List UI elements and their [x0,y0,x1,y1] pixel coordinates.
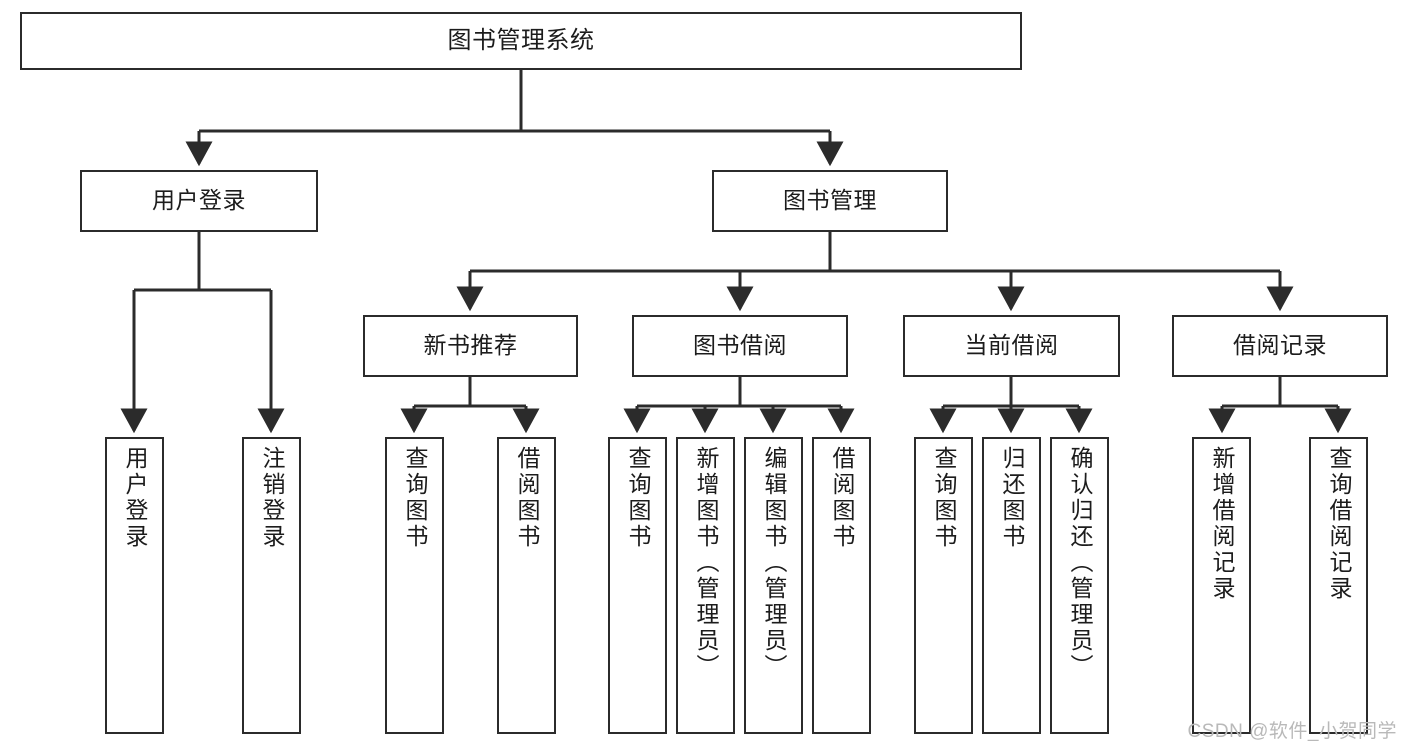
node-user-login[interactable]: 用户登录 [80,170,318,232]
node-current-borrow[interactable]: 当前借阅 [903,315,1120,377]
node-label: 借阅图书 [514,446,540,550]
node-label: 图书管理 [783,187,877,214]
leaf-borrow-book-recommend[interactable]: 借阅图书 [497,437,556,734]
node-book-borrow[interactable]: 图书借阅 [632,315,848,377]
leaf-edit-book-admin[interactable]: 编辑图书（管理员） [744,437,803,734]
leaf-borrow-book[interactable]: 借阅图书 [812,437,871,734]
node-label: 借阅记录 [1233,332,1327,359]
node-label: 新增图书（管理员） [693,446,719,680]
leaf-query-book-current[interactable]: 查询图书 [914,437,973,734]
node-label: 用户登录 [152,187,246,214]
node-label: 查询图书 [625,446,651,550]
node-label: 新书推荐 [423,332,518,359]
node-label: 图书管理系统 [447,26,595,54]
node-label: 图书借阅 [693,332,787,359]
leaf-query-book-borrow[interactable]: 查询图书 [608,437,667,734]
node-book-management[interactable]: 图书管理 [712,170,948,232]
leaf-user-login[interactable]: 用户登录 [105,437,164,734]
leaf-add-borrow-record[interactable]: 新增借阅记录 [1192,437,1251,734]
node-label: 借阅图书 [829,446,855,550]
node-label: 确认归还（管理员） [1067,446,1093,680]
node-label: 注销登录 [259,446,285,550]
leaf-confirm-return-admin[interactable]: 确认归还（管理员） [1050,437,1109,734]
node-new-book-recommend[interactable]: 新书推荐 [363,315,578,377]
leaf-logout[interactable]: 注销登录 [242,437,301,734]
node-label: 查询图书 [931,446,957,550]
leaf-add-book-admin[interactable]: 新增图书（管理员） [676,437,735,734]
node-label: 归还图书 [999,446,1025,550]
node-label: 用户登录 [122,446,148,550]
node-borrow-record[interactable]: 借阅记录 [1172,315,1388,377]
watermark: CSDN @软件_小贺同学 [1187,721,1397,742]
node-root-book-management-system[interactable]: 图书管理系统 [20,12,1022,70]
node-label: 当前借阅 [964,332,1059,359]
node-label: 查询图书 [402,446,428,550]
node-label: 查询借阅记录 [1326,446,1352,602]
leaf-return-book[interactable]: 归还图书 [982,437,1041,734]
node-label: 新增借阅记录 [1209,446,1235,602]
node-label: 编辑图书（管理员） [761,446,787,680]
leaf-query-book-recommend[interactable]: 查询图书 [385,437,444,734]
leaf-query-borrow-record[interactable]: 查询借阅记录 [1309,437,1368,734]
